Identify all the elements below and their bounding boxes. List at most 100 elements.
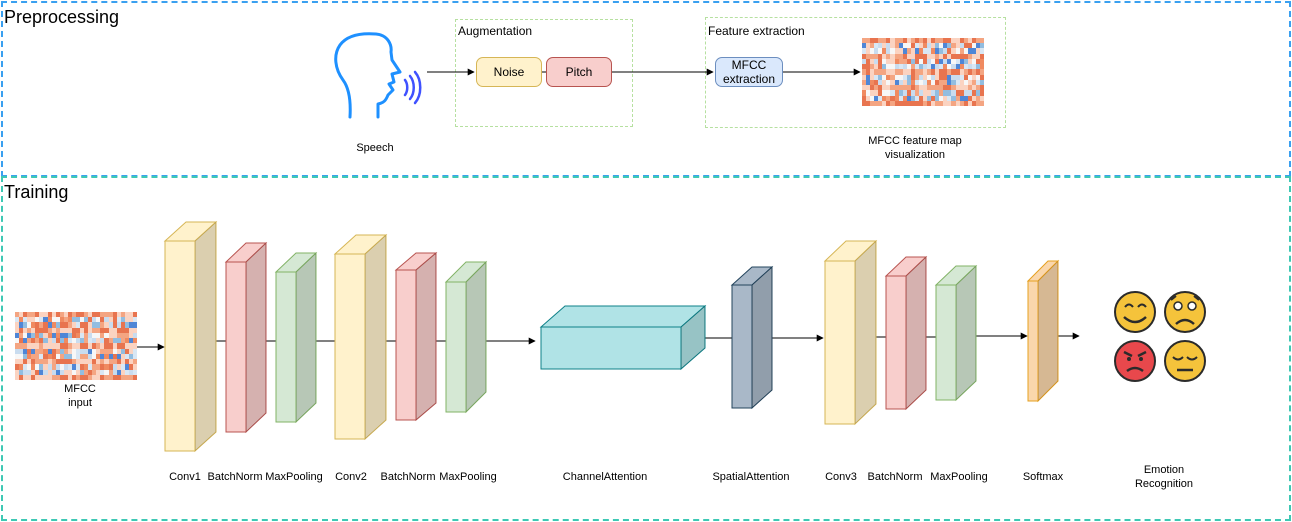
heatmap-cell — [80, 374, 85, 380]
heatmap-cell — [80, 343, 85, 349]
heatmap-cell — [922, 48, 928, 54]
heatmap-cell — [19, 332, 24, 339]
heatmap-cell — [971, 48, 976, 54]
heatmap-cell — [939, 85, 944, 91]
heatmap-cell — [71, 353, 76, 360]
heatmap-cell — [914, 95, 919, 101]
heatmap-cell — [67, 369, 72, 375]
heatmap-cell — [890, 38, 895, 44]
heatmap-cell — [890, 48, 895, 54]
heatmap-cell — [870, 90, 875, 96]
heatmap-cell — [862, 58, 867, 65]
heatmap-cell — [890, 85, 895, 91]
heatmap-cell — [128, 359, 133, 365]
heatmap-cell — [971, 95, 976, 101]
heatmap-cell — [894, 38, 899, 44]
heatmap-cell — [96, 343, 101, 349]
heatmap-cell — [124, 338, 129, 344]
heatmap-cell — [128, 327, 133, 333]
heatmap-cell — [963, 100, 968, 106]
heatmap-cell — [971, 74, 976, 80]
heatmap-cell — [116, 327, 121, 333]
heatmap-cell — [894, 53, 899, 59]
heatmap-cell — [886, 43, 891, 49]
heatmap-cell — [914, 64, 919, 70]
heatmap-cell — [886, 58, 891, 65]
heatmap-cell — [931, 100, 936, 106]
heatmap-cell — [902, 85, 907, 91]
heatmap-cell — [112, 312, 117, 318]
heatmap-cell — [96, 348, 101, 354]
emoji-happy-icon — [1114, 291, 1156, 333]
heatmap-cell — [918, 85, 923, 91]
heatmap-cell — [128, 317, 133, 323]
spatial-attention-label: SpatialAttention — [712, 471, 790, 483]
heatmap-cell — [866, 74, 871, 80]
heatmap-cell — [902, 90, 907, 96]
heatmap-cell — [92, 369, 97, 375]
heatmap-cell — [112, 364, 117, 370]
training-section — [1, 176, 1291, 521]
mfcc-input-label-line2: input — [68, 397, 92, 409]
heatmap-cell — [906, 38, 911, 44]
heatmap-cell — [870, 79, 875, 86]
heatmap-cell — [910, 90, 915, 96]
heatmap-cell — [890, 79, 895, 86]
heatmap-cell — [124, 312, 129, 318]
heatmap-cell — [955, 69, 960, 75]
heatmap-cell — [906, 95, 911, 101]
heatmap-cell — [886, 100, 891, 106]
heatmap-cell — [112, 374, 117, 380]
heatmap-cell — [963, 43, 968, 49]
heatmap-cell — [80, 338, 85, 344]
heatmap-cell — [922, 100, 928, 106]
augmentation-title: Augmentation — [458, 24, 533, 38]
heatmap-cell — [963, 79, 968, 86]
heatmap-cell — [910, 48, 915, 54]
heatmap-cell — [870, 38, 875, 44]
heatmap-cell — [979, 64, 984, 70]
heatmap-cell — [84, 327, 89, 333]
heatmap-cell — [116, 359, 121, 365]
heatmap-cell — [870, 53, 875, 59]
heatmap-cell — [874, 38, 879, 44]
heatmap-cell — [914, 48, 919, 54]
training-title: Training — [4, 182, 69, 202]
heatmap-cell — [31, 364, 36, 370]
heatmap-cell — [943, 100, 948, 106]
mfcc-feature-map-image — [862, 38, 984, 106]
heatmap-cell — [914, 79, 919, 86]
heatmap-cell — [47, 359, 52, 365]
heatmap-cell — [67, 327, 72, 333]
heatmap-cell — [910, 58, 915, 65]
heatmap-cell — [939, 79, 944, 86]
heatmap-cell — [927, 79, 932, 86]
maxpooling2-label: MaxPooling — [439, 471, 497, 483]
heatmap-cell — [910, 64, 915, 70]
heatmap-cell — [898, 38, 903, 44]
channel-attention-layer — [539, 304, 707, 371]
maxpooling3-label: MaxPooling — [930, 471, 988, 483]
heatmap-cell — [124, 364, 129, 370]
heatmap-cell — [898, 64, 903, 70]
heatmap-cell — [55, 322, 60, 328]
heatmap-cell — [120, 327, 125, 333]
heatmap-cell — [108, 359, 113, 365]
heatmap-cell — [96, 353, 101, 360]
heatmap-cell — [971, 53, 976, 59]
heatmap-cell — [963, 69, 968, 75]
heatmap-cell — [931, 85, 936, 91]
heatmap-cell — [890, 100, 895, 106]
heatmap-cell — [894, 100, 899, 106]
heatmap-cell — [47, 348, 52, 354]
heatmap-cell — [874, 85, 879, 91]
heatmap-cell — [902, 48, 907, 54]
heatmap-cell — [931, 48, 936, 54]
heatmap-cell — [931, 74, 936, 80]
heatmap-cell — [120, 348, 125, 354]
heatmap-cell — [104, 327, 109, 333]
heatmap-cell — [975, 100, 980, 106]
heatmap-cell — [902, 74, 907, 80]
heatmap-cell — [959, 85, 964, 91]
heatmap-cell — [939, 58, 944, 65]
